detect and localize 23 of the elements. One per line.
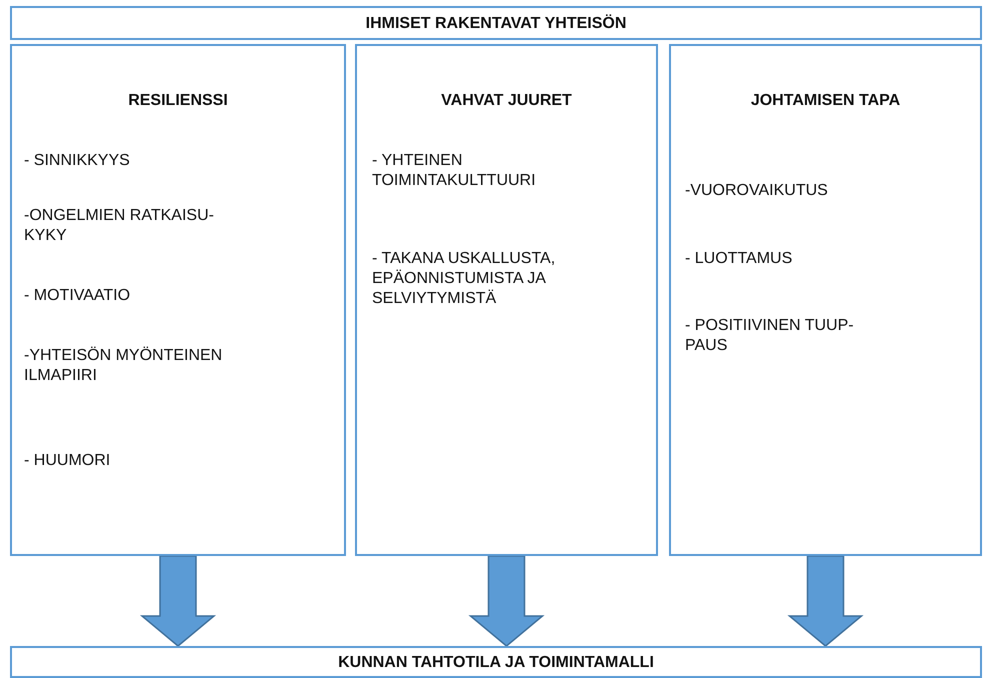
list-item: - YHTEINEN TOIMINTAKULTTUURI	[372, 151, 537, 191]
heading: JOHTAMISEN TAPA	[750, 91, 902, 111]
list-item: - HUUMORI	[24, 451, 112, 471]
heading: VAHVAT JUURET	[440, 91, 573, 111]
list-item: - SINNIKKYYS	[24, 151, 131, 171]
heading: KUNNAN TAHTOTILA JA TOIMINTAMALLI	[337, 653, 655, 673]
list-item: -ONGELMIEN RATKAISU- KYKY	[24, 206, 215, 246]
column-box	[355, 44, 658, 556]
block-arrow	[140, 555, 216, 647]
heading: IHMISET RAKENTAVAT YHTEISÖN	[364, 14, 628, 34]
list-item: - TAKANA USKALLUSTA, EPÄONNISTUMISTA JA SELVIYTYMISTÄ	[372, 249, 556, 309]
banner-box	[10, 646, 982, 678]
list-item: - POSITIIVINEN TUUP- PAUS	[685, 316, 855, 356]
list-item: -YHTEISÖN MYÖNTEINEN ILMAPIIRI	[24, 346, 224, 386]
list-item: - MOTIVAATIO	[24, 286, 132, 306]
list-item: -VUOROVAIKUTUS	[685, 181, 829, 201]
heading: RESILIENSSI	[127, 91, 229, 111]
banner-box	[10, 6, 982, 40]
list-item: - LUOTTAMUS	[685, 249, 794, 269]
column-box	[669, 44, 982, 556]
block-arrow	[468, 555, 545, 647]
block-arrow	[787, 555, 864, 647]
column-box	[10, 44, 346, 556]
